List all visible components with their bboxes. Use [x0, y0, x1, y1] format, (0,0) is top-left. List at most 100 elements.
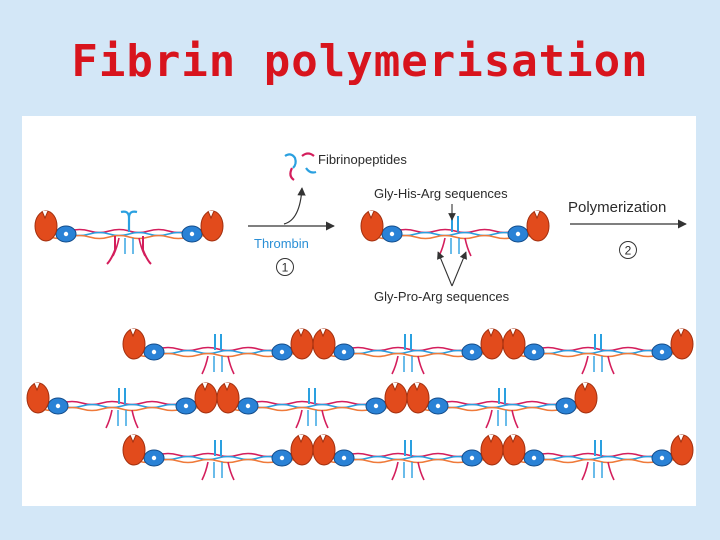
d-domain	[290, 328, 314, 360]
chain-leg	[581, 355, 615, 375]
d-domain	[384, 382, 408, 414]
d-domain	[122, 434, 146, 466]
row-2	[26, 382, 598, 429]
central-knob-up	[118, 388, 126, 404]
polymer-segment	[312, 328, 504, 375]
d-domain	[526, 210, 550, 242]
central-knob-up	[404, 334, 412, 350]
e-knob	[237, 397, 259, 415]
e-knob	[365, 397, 387, 415]
chain-leg	[593, 356, 603, 372]
polymer-segment	[502, 434, 694, 481]
d-domain	[480, 328, 504, 360]
gly-pro-arg-label: Gly-Pro-Arg sequences	[374, 289, 510, 304]
gly-his-arg-label: Gly-His-Arg sequences	[374, 186, 508, 201]
e-knob	[143, 449, 165, 467]
thrombin-label: Thrombin	[254, 236, 309, 251]
e-knob	[55, 225, 77, 243]
d-domain	[480, 434, 504, 466]
d-domain	[502, 328, 526, 360]
chain-leg	[213, 462, 223, 478]
step-2-circle	[619, 241, 637, 259]
e-knob	[507, 225, 529, 243]
e-knob	[333, 343, 355, 361]
fibrin-polymer	[26, 328, 694, 481]
e-knob	[427, 397, 449, 415]
step-2-label: 2	[625, 244, 632, 258]
polymer-segment	[26, 382, 218, 429]
row-1	[122, 328, 694, 375]
polymer-segment	[122, 328, 314, 375]
chain-leg	[485, 409, 519, 429]
d-domain	[574, 382, 598, 414]
sequence-annotations: Gly-His-Arg sequences Gly-Pro-Arg sequen…	[374, 186, 510, 304]
figure-panel: Thrombin 1 Fibrinopeptides Gly-His-Arg s…	[22, 116, 696, 506]
e-knob	[181, 225, 203, 243]
e-knob	[523, 449, 545, 467]
chain-leg	[112, 237, 146, 257]
e-knob	[271, 343, 293, 361]
chain-leg	[593, 462, 603, 478]
central-knob-up	[594, 334, 602, 350]
d-domain	[194, 382, 218, 414]
d-domain	[406, 382, 430, 414]
d-domain	[34, 210, 58, 242]
activated-monomer-body	[360, 210, 550, 257]
chain-leg	[497, 410, 507, 426]
fibrinopeptide-a	[120, 210, 138, 232]
fibrin-diagram: Thrombin 1 Fibrinopeptides Gly-His-Arg s…	[26, 152, 694, 481]
polymer-segment	[502, 328, 694, 375]
d-domain	[216, 382, 240, 414]
release-arrow	[283, 187, 306, 225]
e-knob	[555, 397, 577, 415]
d-domain	[26, 382, 50, 414]
fibrin-monomer-body	[34, 210, 224, 265]
polymer-segment	[406, 382, 598, 429]
e-knob	[651, 343, 673, 361]
central-knob-up	[214, 334, 222, 350]
polymerization-step: Polymerization 2	[568, 199, 687, 259]
chain-leg	[438, 237, 472, 257]
e-knob	[271, 449, 293, 467]
chain-leg	[581, 461, 615, 481]
chain-leg	[450, 238, 460, 254]
polymerization-label: Polymerization	[568, 199, 666, 216]
fibrinopeptide-b	[106, 236, 152, 265]
chain-leg	[307, 410, 317, 426]
d-domain	[290, 434, 314, 466]
thrombin-step: Thrombin 1	[248, 187, 335, 276]
e-knob	[461, 449, 483, 467]
polymer-segment	[312, 434, 504, 481]
d-domain	[502, 434, 526, 466]
polymer-segment	[216, 382, 408, 429]
fibrin-monomer	[34, 210, 224, 265]
activated-monomer	[360, 210, 550, 257]
chain-leg	[391, 355, 425, 375]
e-knob	[461, 343, 483, 361]
slide-title: Fibrin polymerisation	[71, 36, 649, 87]
d-domain	[670, 434, 694, 466]
chain-leg	[391, 461, 425, 481]
step-1-circle	[276, 258, 294, 276]
chain-leg	[201, 461, 235, 481]
central-knob-up	[498, 388, 506, 404]
e-knob	[47, 397, 69, 415]
d-domain	[122, 328, 146, 360]
chain-leg	[295, 409, 329, 429]
central-knob-up	[594, 440, 602, 456]
fibrinopeptides-label: Fibrinopeptides	[318, 152, 407, 167]
central-knob-up	[451, 216, 459, 232]
chain-leg	[105, 409, 139, 429]
central-knob-up	[308, 388, 316, 404]
e-knob	[143, 343, 165, 361]
chain-leg	[213, 356, 223, 372]
chain-leg	[201, 355, 235, 375]
central-knob-up	[404, 440, 412, 456]
d-domain	[312, 328, 336, 360]
fibrinopeptides-released: Fibrinopeptides	[284, 152, 407, 181]
chain-leg	[403, 356, 413, 372]
chain-leg	[117, 410, 127, 426]
row-3	[122, 434, 694, 481]
e-knob	[381, 225, 403, 243]
e-knob	[175, 397, 197, 415]
